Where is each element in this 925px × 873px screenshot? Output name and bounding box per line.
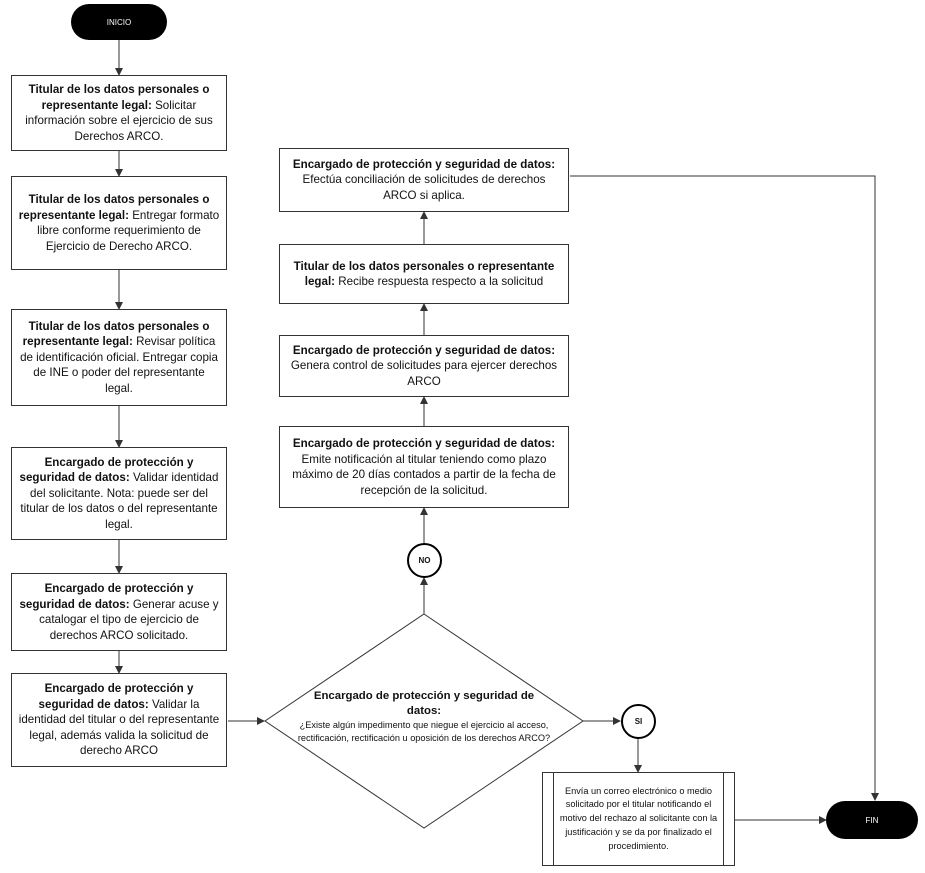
decision-actor: Encargado de protección y seguridad de d…: [313, 690, 535, 717]
step-1-text: Solicitar información sobre el ejercicio…: [25, 98, 213, 143]
receive-box: Titular de los datos personales o repres…: [279, 244, 569, 304]
reject-process-text: Envía un correo electrónico o medio soli…: [553, 773, 724, 865]
reconcile-actor: Encargado de protección y seguridad de d…: [292, 157, 556, 171]
step-1-actor: Titular de los datos personales o repres…: [28, 83, 210, 112]
yes-connector: SI: [621, 704, 656, 739]
control-text: Genera control de solicitudes para ejerc…: [290, 359, 558, 388]
end-terminal: FIN: [826, 801, 918, 839]
arrow-reconcile-to-end: [570, 175, 879, 801]
reject-process-box: Envía un correo electrónico o medio soli…: [542, 772, 735, 866]
step-3-text: Revisar política de identificación ofici…: [20, 335, 218, 395]
decision-text: Encargado de protección y seguridad de d…: [296, 689, 552, 745]
decision-diamond-shape: [264, 613, 584, 829]
receive-actor: Titular de los datos personales o repres…: [293, 259, 555, 289]
step-3-actor: Titular de los datos personales o repres…: [22, 319, 210, 349]
notify-actor: Encargado de protección y seguridad de d…: [292, 437, 556, 450]
step-5-actor: Encargado de protección y seguridad de d…: [19, 582, 194, 611]
step-4-text: Validar identidad del solicitante. Nota:…: [20, 471, 219, 531]
step-6-actor: Encargado de protección y seguridad de d…: [38, 682, 194, 711]
start-terminal: INICIO: [71, 4, 167, 40]
reconcile-text: Efectúa conciliación de solicitudes de d…: [302, 173, 546, 202]
step-3-box: Titular de los datos personales o repres…: [11, 309, 227, 406]
step-4-actor: Encargado de protección y seguridad de d…: [19, 455, 194, 485]
step-6-text: Validar la identidad del titular o del r…: [18, 697, 220, 758]
step-2-text: Entregar formato libre conforme requerim…: [37, 208, 220, 253]
receive-text: Recibe respuesta respecto a la solicitud: [338, 275, 544, 288]
reconcile-box: Encargado de protección y seguridad de d…: [279, 148, 569, 212]
notify-box: Encargado de protección y seguridad de d…: [279, 426, 569, 508]
step-5-box: Encargado de protección y seguridad de d…: [11, 573, 227, 651]
step-4-box: Encargado de protección y seguridad de d…: [11, 447, 227, 540]
no-connector: NO: [407, 543, 442, 578]
notify-text: Emite notificación al titular teniendo c…: [292, 452, 556, 497]
step-2-box: Titular de los datos personales o repres…: [11, 176, 227, 270]
decision-question: ¿Existe algún impedimento que niegue el …: [297, 720, 551, 743]
step-2-actor: Titular de los datos personales o repres…: [18, 193, 210, 222]
control-actor: Encargado de protección y seguridad de d…: [292, 343, 556, 357]
step-1-box: Titular de los datos personales o repres…: [11, 75, 227, 151]
control-box: Encargado de protección y seguridad de d…: [279, 335, 569, 397]
step-5-text: Generar acuse y catalogar el tipo de eje…: [39, 597, 219, 642]
step-6-box: Encargado de protección y seguridad de d…: [11, 673, 227, 767]
